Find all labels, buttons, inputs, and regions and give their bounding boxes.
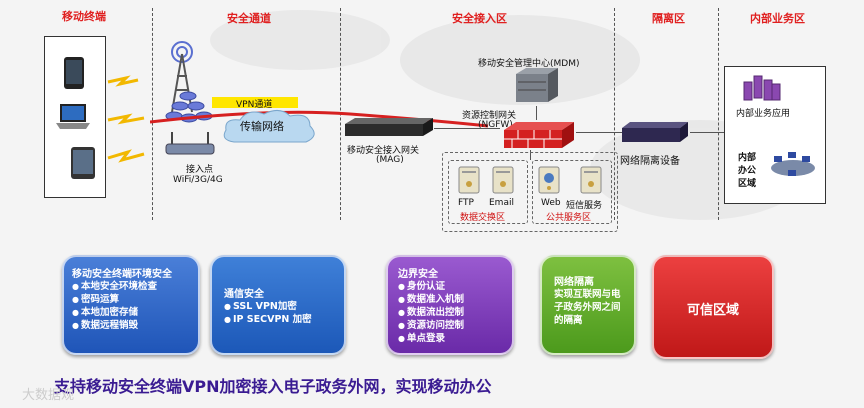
watermark-text: 大数据观: [22, 388, 75, 403]
transport-network-cloud: [223, 110, 315, 143]
isolation-device-icon: [622, 122, 688, 142]
public-service-label: 公共服务区: [546, 213, 592, 223]
channel-security-item: IP SECVPN 加密: [224, 313, 344, 326]
terminal-security-item: 密码运算: [72, 293, 198, 306]
laptop-icon: [56, 104, 90, 129]
access-point-label: 接入点: [186, 165, 214, 175]
mdm-label: 移动安全管理中心(MDM): [478, 59, 580, 69]
internal-zone-box: [724, 66, 826, 204]
connection-line: [536, 106, 537, 120]
terminal-security-title: 移动安全终端环境安全: [72, 269, 172, 280]
access-point-router-icon: [165, 132, 215, 155]
internal-app-label: 内部业务应用: [736, 109, 791, 119]
trusted-zone-title: 可信区域: [686, 303, 739, 318]
boundary-security-item: 资源访问控制: [398, 319, 512, 332]
terminal-security-item: 本地安全环境检查: [72, 280, 198, 293]
zone-title-isolation: 隔离区: [652, 12, 685, 25]
office-network-icon: [771, 152, 815, 176]
internal-office-label: 区域: [738, 179, 757, 189]
zone-divider: [152, 8, 153, 220]
boundary-security-item: 单点登录: [398, 332, 512, 345]
connection-line: [530, 150, 531, 160]
ftp-server-icon: [458, 166, 480, 194]
public-service-area: [532, 160, 612, 224]
tablet-icon: [71, 147, 95, 179]
zone-divider: [614, 8, 615, 220]
boundary-security-card: 边界安全 身份认证 数据准入机制 数据流出控制 资源访问控制 单点登录: [386, 255, 514, 355]
network-isolation-item: 实现互联网与电子政务外网之间的隔离: [554, 289, 621, 326]
dmz-service-area: [442, 152, 618, 232]
terminal-security-item: 数据远程销毁: [72, 319, 198, 332]
data-exchange-label: 数据交换区: [460, 213, 506, 223]
channel-security-title: 通信安全: [224, 289, 264, 300]
channel-security-card: 通信安全 SSL VPN加密 IP SECVPN 加密: [210, 255, 346, 355]
zone-title-access: 安全接入区: [452, 12, 507, 25]
firewall-brick-icon: [504, 122, 574, 148]
connection-line: [434, 128, 500, 129]
mag-abbr-label: (MAG): [376, 155, 404, 165]
sms-server-icon: [580, 166, 602, 194]
terminal-security-list: 本地安全环境检查 密码运算 本地加密存储 数据远程销毁: [72, 280, 198, 332]
zone-title-channel: 安全通道: [227, 12, 271, 25]
mag-label: 移动安全接入网关: [347, 146, 420, 156]
access-types-label: WiFi/3G/4G: [173, 175, 223, 185]
internal-office-label: 办公: [738, 166, 757, 176]
connection-line: [576, 132, 628, 133]
smartphone-icon: [64, 57, 84, 89]
channel-security-item: SSL VPN加密: [224, 300, 344, 313]
sms-label: 短信服务: [566, 201, 603, 211]
vpn-channel-bar: [212, 97, 298, 108]
network-isolation-card: 网络隔离 实现互联网与电子政务外网之间的隔离: [540, 255, 636, 355]
ftp-label: FTP: [458, 198, 474, 208]
email-label: Email: [489, 198, 514, 208]
internal-server-cluster-icon: [743, 75, 781, 101]
terminal-security-item: 本地加密存储: [72, 306, 198, 319]
boundary-security-item: 数据流出控制: [398, 306, 512, 319]
terminal-security-card: 移动安全终端环境安全 本地安全环境检查 密码运算 本地加密存储 数据远程销毁: [62, 255, 200, 355]
mdm-server-icon: [516, 68, 558, 102]
web-label: Web: [541, 198, 561, 208]
channel-security-list: SSL VPN加密 IP SECVPN 加密: [224, 300, 344, 326]
wireless-signal-icon: [107, 75, 145, 163]
zone-title-mobile: 移动终端: [62, 10, 106, 23]
isolation-device-label: 网络隔离设备: [620, 156, 680, 167]
zone-divider: [718, 8, 719, 220]
boundary-security-list: 身份认证 数据准入机制 数据流出控制 资源访问控制 单点登录: [398, 280, 512, 345]
wireless-tower-icon: [171, 41, 193, 113]
network-isolation-title: 网络隔离: [554, 277, 594, 288]
footer-slogan: 支持移动安全终端VPN加密接入电子政务外网，实现移动办公: [54, 377, 492, 396]
zone-title-internal: 内部业务区: [750, 12, 805, 25]
ngfw-label: 资源控制网关: [462, 111, 517, 121]
web-server-icon: [538, 166, 560, 194]
boundary-security-item: 数据准入机制: [398, 293, 512, 306]
boundary-security-item: 身份认证: [398, 280, 512, 293]
internal-office-label: 内部: [738, 153, 757, 163]
data-exchange-area: [448, 160, 528, 224]
mag-gateway-icon: [345, 118, 433, 136]
vpn-channel-label: VPN通道: [236, 100, 273, 110]
boundary-security-title: 边界安全: [398, 269, 438, 280]
trusted-zone-card: 可信区域: [652, 255, 774, 359]
transport-network-label: 传输网络: [240, 120, 284, 133]
email-server-icon: [492, 166, 514, 194]
vpn-tunnel-line: [150, 110, 489, 128]
ngfw-abbr-label: (NGFW): [478, 120, 513, 130]
